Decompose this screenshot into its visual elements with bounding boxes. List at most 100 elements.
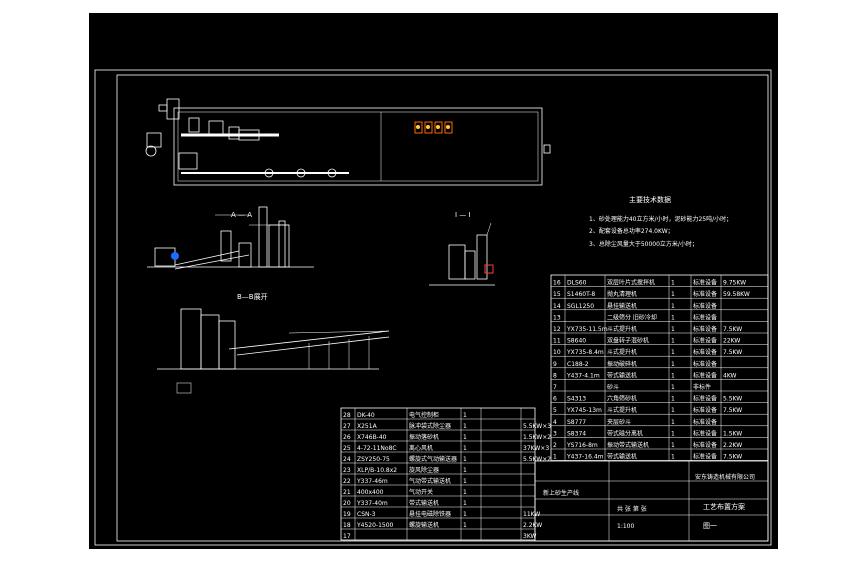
upper-row-qty: 1 (671, 280, 675, 287)
drawing-scale: 1:100 (617, 523, 634, 530)
upper-row-spec: 标准设备 (693, 429, 717, 437)
lower-row-power: 2.2KW (523, 522, 542, 529)
lower-row-code: DK-40 (357, 412, 375, 419)
upper-row-qty: 1 (671, 396, 675, 403)
lower-row-no: 21 (343, 489, 351, 496)
lower-row-no: 19 (343, 511, 351, 518)
upper-row-no: 11 (553, 338, 561, 345)
upper-row-spec: 标准设备 (693, 337, 717, 345)
upper-row-no: 2 (553, 442, 557, 449)
upper-row-no: 8 (553, 372, 557, 379)
project-name: 新上砂生产线 (543, 489, 579, 497)
upper-row-power: 9.75KW (723, 280, 746, 287)
upper-row-qty: 1 (671, 419, 675, 426)
lower-row-power: 5.5KW×3 (523, 423, 551, 430)
upper-row-spec: 标准设备 (693, 313, 717, 321)
upper-row-name: 悬挂输送机 (607, 302, 637, 310)
upper-row-code: S8777 (567, 419, 586, 426)
lower-row-no: 22 (343, 478, 351, 485)
upper-row-code: Y437-4.1m (566, 372, 600, 379)
lower-row-name: 气动开关 (409, 488, 433, 496)
upper-row-name: 斗式提升机 (607, 406, 637, 414)
upper-row-code: Y437-16.4m (566, 454, 604, 461)
upper-row-no: 14 (553, 303, 561, 310)
upper-row-no: 4 (553, 419, 557, 426)
lower-row-power: 1.5KW×2 (523, 434, 551, 441)
upper-row-power: 22KW (723, 338, 740, 345)
lower-row-power: 3KW (523, 533, 537, 540)
title-block: 安东铸造机械有限公司 新上砂生产线 工艺布置方案 图一 1:100 共 张 第 … (534, 460, 769, 542)
upper-row-no: 15 (553, 291, 561, 298)
upper-row-spec: 标准设备 (693, 395, 717, 403)
note-2: 2、配套设备总功率274.0KW； (589, 227, 674, 235)
upper-row-code: S8640 (567, 338, 586, 345)
upper-row-qty: 1 (671, 430, 675, 437)
upper-row-code: S8374 (567, 430, 586, 437)
upper-row-qty: 1 (671, 338, 675, 345)
section-i-label: I — I (455, 211, 471, 219)
upper-row-qty: 1 (671, 361, 675, 368)
upper-row-spec: 标准设备 (693, 348, 717, 356)
upper-row-no: 7 (553, 384, 557, 391)
cad-drawing: A — A B—B展开 I — I (94, 69, 772, 546)
lower-row-qty: 1 (463, 511, 467, 518)
lower-row-no: 27 (343, 423, 351, 430)
upper-row-spec: 标准设备 (693, 325, 717, 333)
upper-row-power: 7.5KW (723, 326, 742, 333)
lower-row-qty: 1 (463, 423, 467, 430)
lower-row-no: 24 (343, 456, 351, 463)
upper-row-no: 13 (553, 314, 561, 321)
upper-row-name: 双层叶片式搅拌机 (607, 279, 655, 287)
lower-row-qty: 1 (463, 456, 467, 463)
upper-row-name: 砂斗 (607, 383, 619, 391)
lower-row-code: 4-72-11No8C (357, 445, 397, 452)
upper-row-power: 4KW (723, 372, 737, 379)
section-i: I — I (429, 211, 495, 286)
upper-row-code: YX735-11.5m (566, 326, 608, 333)
upper-row-no: 12 (553, 326, 561, 333)
lower-row-name: 离心风机 (409, 444, 433, 452)
upper-row-power: 2.2KW (723, 442, 742, 449)
lower-row-no: 17 (343, 533, 351, 540)
lower-row-code: 400x400 (357, 489, 384, 496)
lower-row-qty: 1 (463, 478, 467, 485)
upper-row-qty: 1 (671, 442, 675, 449)
lower-row-name: 螺旋式气动输送器 (409, 455, 457, 463)
lower-row-qty: 1 (463, 445, 467, 452)
upper-row-power: 5.5KW (723, 396, 742, 403)
lower-row-code: X251A (357, 423, 378, 430)
drawing-title: 工艺布置方案 (703, 502, 745, 511)
upper-row-spec: 标准设备 (693, 418, 717, 426)
upper-row-qty: 1 (671, 291, 675, 298)
lower-row-no: 25 (343, 445, 351, 452)
outer-frame (94, 69, 772, 546)
upper-row-name: 斗式提升机 (607, 348, 637, 356)
upper-row-code: C188-2 (567, 361, 589, 368)
upper-row-qty: 1 (671, 454, 675, 461)
upper-row-name: 六角筛砂机 (607, 395, 637, 403)
upper-row-no: 1 (553, 454, 557, 461)
upper-row-qty: 1 (671, 372, 675, 379)
upper-row-code: SGL1250 (567, 303, 594, 310)
lower-row-name: 电气控制柜 (409, 411, 439, 419)
lower-row-power: 11KW (523, 511, 540, 518)
sheet-info: 共 张 第 张 (617, 505, 647, 513)
upper-row-name: 带式输送机 (607, 371, 637, 379)
upper-row-name: 夹层砂斗 (607, 418, 631, 426)
lower-row-name: 旋风除尘器 (409, 466, 439, 474)
upper-row-spec: 标准设备 (693, 371, 717, 379)
lower-row-name: 悬挂电磁除铁器 (409, 510, 451, 518)
upper-row-code: YS716-8m (566, 442, 598, 449)
lower-row-no: 26 (343, 434, 351, 441)
drawing-number: 图一 (703, 522, 717, 530)
upper-row-spec: 标准设备 (693, 279, 717, 287)
plan-view (145, 98, 551, 186)
upper-row-no: 10 (553, 349, 561, 356)
lower-row-power: 5.5KW×2 (523, 456, 551, 463)
upper-row-name: 斗式提升机 (607, 325, 637, 333)
lower-row-name: 螺旋输送机 (409, 521, 439, 529)
drawing-canvas: A — A B—B展开 I — I (89, 13, 778, 549)
company-name: 安东铸造机械有限公司 (695, 473, 755, 481)
